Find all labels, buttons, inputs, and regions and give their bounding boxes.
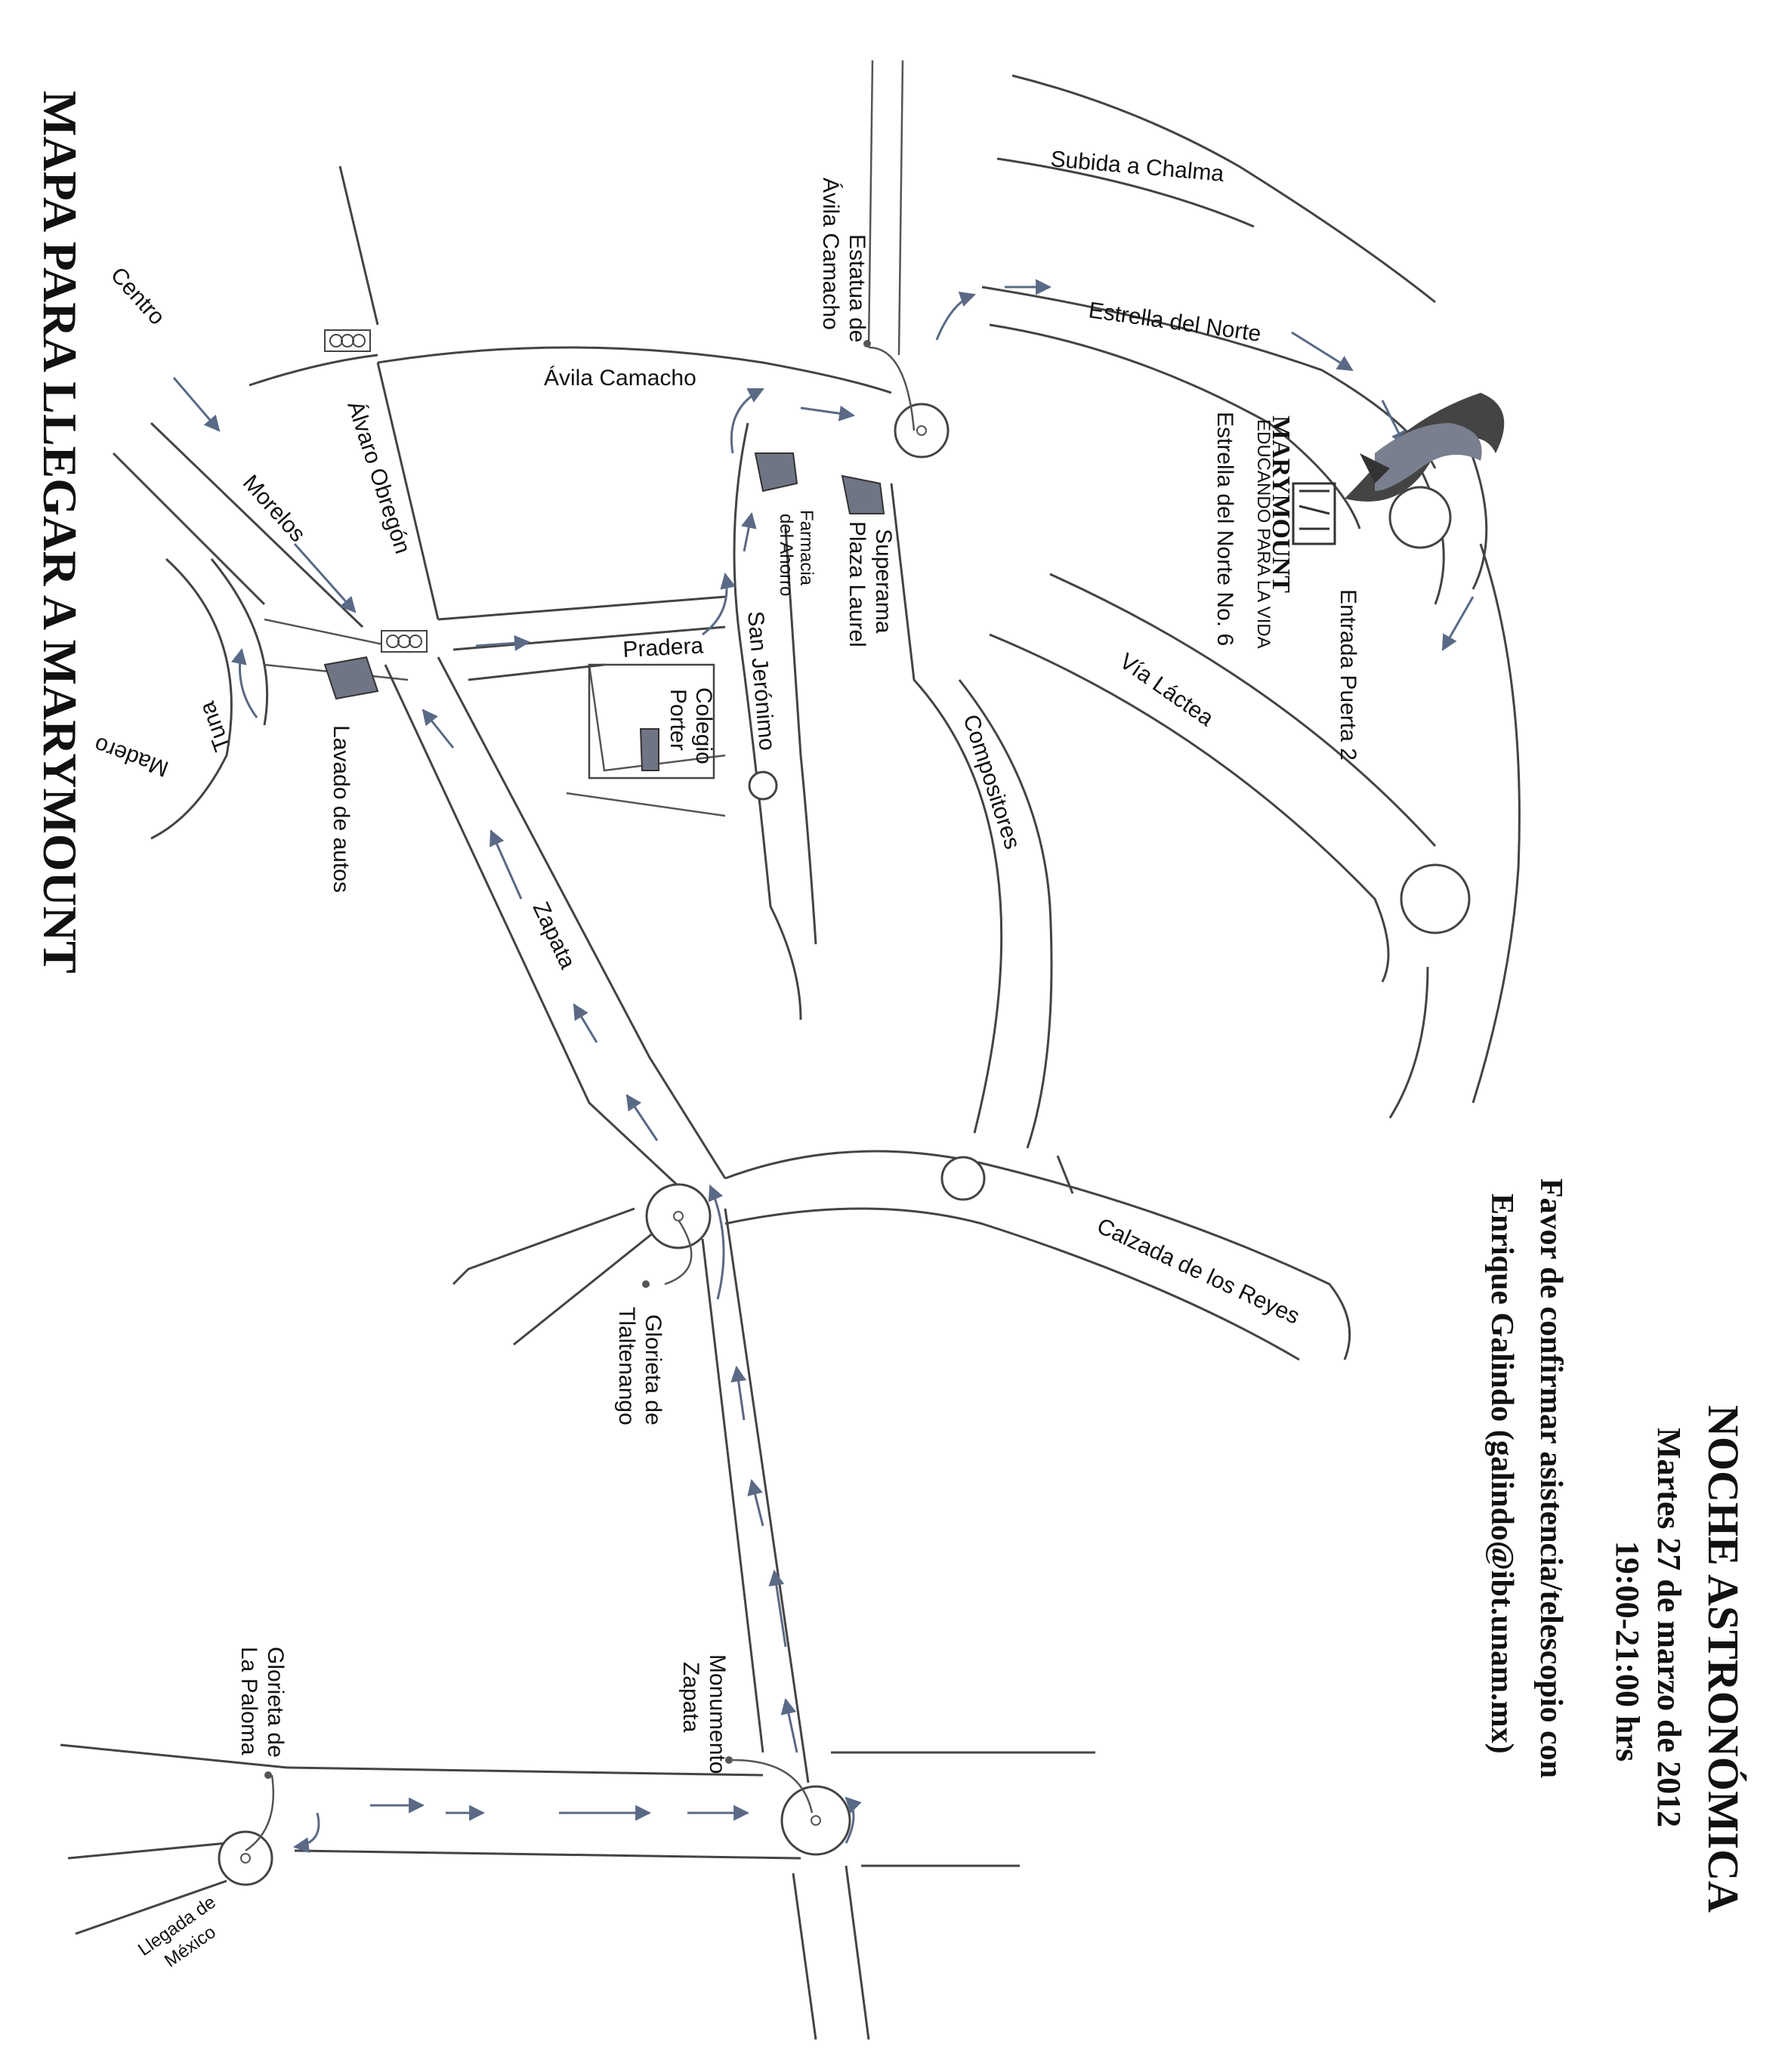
direction-arrow-icon — [422, 709, 455, 749]
direction-arrow-icon — [231, 647, 258, 718]
landmark-lavado: Lavado de autos — [329, 725, 354, 893]
direction-arrow-icon — [625, 1094, 659, 1141]
landmark-glorieta-paloma-1: Glorieta de — [263, 1647, 288, 1758]
traffic-lights — [324, 329, 428, 653]
school-tagline: EDUCANDO PARA LA VIDA — [1253, 419, 1274, 649]
landmark-estatua-2: Ávila Camacho — [818, 178, 843, 330]
event-name: NOCHE ASTRONÓMICA — [1699, 1405, 1748, 1913]
direction-arrow-icon — [489, 829, 523, 900]
colegio-building — [639, 728, 659, 771]
page-title: MAPA PARA LLEGAR A MARYMOUNT — [33, 91, 87, 974]
landmark-farmacia-2: del Ahorro — [776, 514, 796, 596]
street-calzada-reyes: Calzada de los Reyes — [1093, 1213, 1303, 1329]
landmark-monumento-1: Monumento — [705, 1654, 730, 1774]
landmark-colegio-2: Porter — [665, 689, 690, 751]
landmark-superama-1: Superama — [871, 529, 896, 634]
landmark-glorieta-tlal-1: Glorieta de — [641, 1314, 665, 1425]
road-network — [60, 60, 1521, 2040]
event-date: Martes 27 de marzo de 2012 — [1651, 1428, 1688, 1827]
buildings — [323, 452, 885, 780]
event-time: 19:00-21:00 hrs — [1609, 1541, 1646, 1762]
direction-arrow-icon — [292, 1812, 320, 1854]
roundabout-icon — [1388, 486, 1452, 549]
landmark-glorieta-tlal-2: Tlaltenango — [614, 1307, 639, 1425]
marymount-monogram — [1292, 482, 1336, 545]
direction-arrow-icon — [935, 292, 976, 341]
roundabout-icon — [645, 1183, 712, 1249]
pradera-block — [588, 663, 715, 780]
traffic-light-icon — [381, 630, 428, 653]
direction-arrow-icon — [845, 1796, 862, 1844]
farmacia-building — [754, 452, 798, 493]
street-tuna: Tuna — [194, 698, 235, 755]
event-rsvp-line1: Favor de confirmar asistencia/telescopio… — [1533, 1178, 1568, 1778]
street-san-jeronimo: San Jerónimo — [743, 610, 780, 752]
street-via-lactea: Vía Láctea — [1115, 649, 1218, 731]
direction-arrow-icon — [780, 1697, 798, 1753]
pointer-dots — [240, 340, 927, 1864]
landmark-colegio-1: Colegio — [691, 687, 716, 764]
street-morelos: Morelos — [238, 471, 310, 547]
street-pradera: Pradera — [622, 633, 705, 662]
roundabout-icon — [894, 403, 950, 459]
school-address: Estrella del Norte No. 6 — [1212, 412, 1237, 646]
direction-arrow-icon — [475, 635, 531, 651]
roundabout-icon — [748, 770, 778, 801]
direction-arrow-icon — [800, 405, 856, 422]
school-name: MARYMOUNT — [1267, 415, 1295, 593]
street-avila-camacho: Ávila Camacho — [544, 366, 696, 391]
traffic-light-icon — [324, 329, 371, 352]
street-subida-chalma: Subida a Chalma — [1049, 147, 1224, 187]
landmark-glorieta-paloma-2: La Paloma — [236, 1647, 261, 1755]
street-centro: Centro — [106, 263, 170, 330]
street-madero: Madero — [91, 732, 172, 782]
roundabout-icon — [940, 1156, 986, 1201]
landmark-farmacia-1: Farmacia — [796, 510, 817, 586]
direction-arrow-icon — [730, 388, 764, 454]
superama-building — [841, 474, 885, 514]
street-estrella-norte: Estrella del Norte — [1087, 298, 1262, 347]
direction-arrow-icon — [730, 1365, 747, 1421]
lavado-building — [323, 656, 379, 700]
direction-arrow-icon — [1441, 596, 1475, 651]
direction-arrow-icon — [708, 1184, 725, 1300]
direction-arrow-icon — [740, 511, 757, 552]
school-entrance: Entrada Puerta 2 — [1336, 589, 1360, 761]
direction-arrow-icon — [1291, 331, 1354, 372]
roundabout-icon — [1400, 863, 1471, 934]
direction-arrow-icon — [573, 1003, 598, 1043]
direction-arrow-icon — [172, 377, 221, 432]
roundabout-icon — [218, 1830, 273, 1886]
landmark-superama-2: Plaza Laurel — [845, 521, 869, 647]
direction-arrow-icon — [768, 1569, 787, 1647]
roundabouts — [218, 403, 1471, 1886]
roundabout-icon — [780, 1785, 851, 1856]
marymount-logo-icon — [1345, 393, 1505, 502]
landmark-monumento-2: Zapata — [678, 1662, 703, 1733]
direction-arrow-icon — [747, 1478, 764, 1527]
direction-arrow-icon — [293, 543, 357, 613]
event-rsvp-line2: Enrique Galindo (galindo@ibt.unam.mx) — [1484, 1193, 1519, 1754]
landmark-estatua-1: Estatua de — [845, 234, 869, 342]
direction-arrow-icon — [702, 572, 736, 636]
